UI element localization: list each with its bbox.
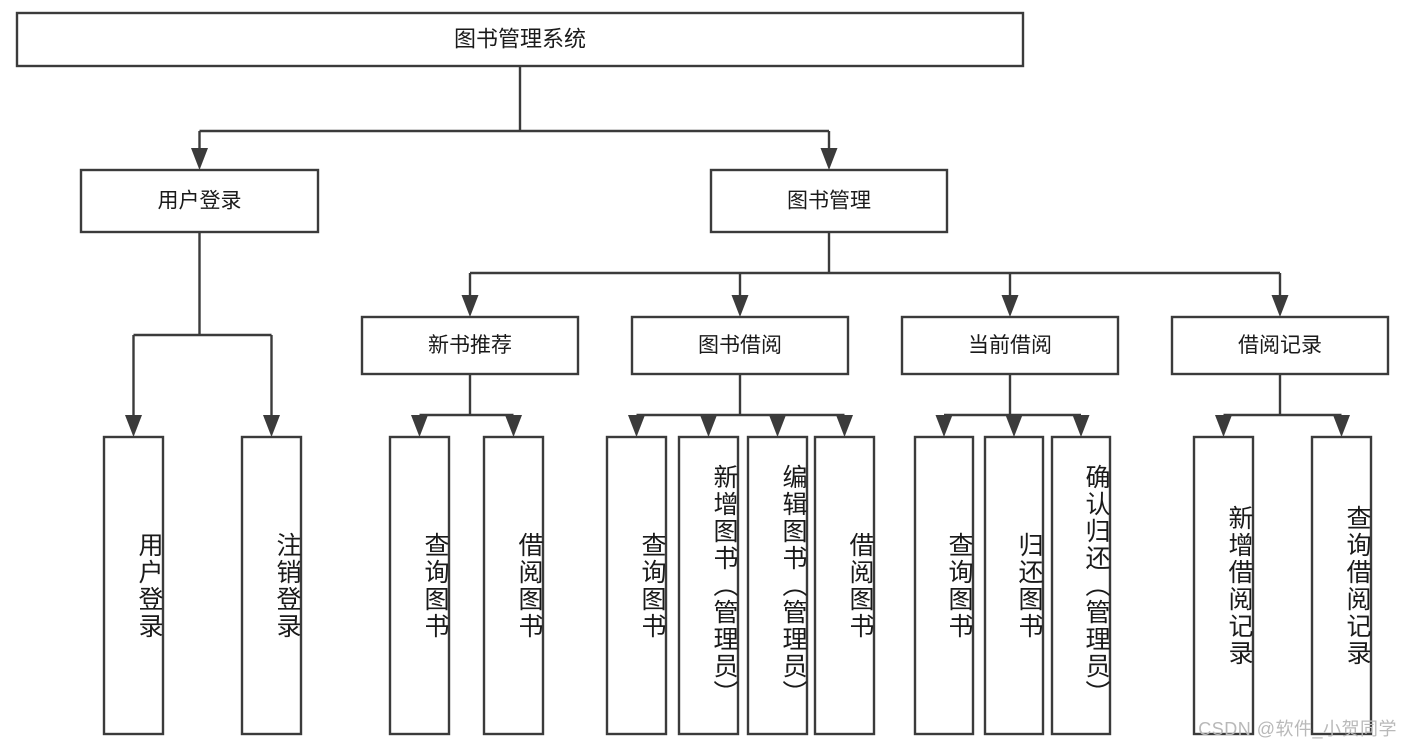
node-leaf-leaf-return-book[interactable] xyxy=(983,435,1045,736)
arrow-head-icon xyxy=(628,415,645,437)
arrow-head-icon xyxy=(263,415,280,437)
node-level3-book-borrow-label: 图书借阅 xyxy=(698,334,782,357)
node-level3-new-book-rec-rect xyxy=(360,315,580,376)
node-leaf-leaf-add-record-rect xyxy=(1192,435,1255,736)
node-level2-user-login-label: 用户登录 xyxy=(158,190,242,213)
node-level3-current-borrow-label: 当前借阅 xyxy=(968,334,1052,357)
node-level3-borrow-record[interactable]: 借阅记录 xyxy=(1170,315,1390,376)
node-leaf-leaf-add-book-rect xyxy=(677,435,740,736)
arrow-head-icon xyxy=(505,415,522,437)
node-leaf-leaf-borrow-book-rec[interactable] xyxy=(482,435,545,736)
node-level3-new-book-rec[interactable]: 新书推荐 xyxy=(360,315,580,376)
node-root-label: 图书管理系统 xyxy=(454,26,586,51)
arrow-head-icon xyxy=(125,415,142,437)
node-leaf-leaf-user-login[interactable] xyxy=(102,435,165,736)
arrow-head-icon xyxy=(1001,295,1019,317)
node-leaf-leaf-borrow-book-rect xyxy=(813,435,876,736)
arrow-head-icon xyxy=(700,415,717,437)
node-leaf-leaf-query-book-cur[interactable] xyxy=(913,435,975,736)
node-leaf-leaf-logout-rect xyxy=(240,435,303,736)
arrow-head-icon xyxy=(769,415,786,437)
node-level2-book-manage[interactable]: 图书管理 xyxy=(709,168,949,234)
node-leaf-leaf-add-record[interactable] xyxy=(1192,435,1255,736)
node-leaf-leaf-query-book-rec[interactable] xyxy=(388,435,451,736)
node-leaf-leaf-query-book-cur-rect xyxy=(913,435,975,736)
node-leaf-leaf-borrow-book[interactable] xyxy=(813,435,876,736)
node-leaf-leaf-edit-book-rect xyxy=(746,435,809,736)
arrow-head-icon xyxy=(1072,415,1090,437)
node-leaf-leaf-confirm-return[interactable] xyxy=(1050,435,1112,736)
arrow-head-icon xyxy=(1005,415,1023,437)
node-leaf-leaf-logout[interactable] xyxy=(240,435,303,736)
node-leaf-leaf-edit-book[interactable] xyxy=(746,435,809,736)
arrow-head-icon xyxy=(1271,295,1289,317)
node-root[interactable]: 图书管理系统 xyxy=(15,11,1025,68)
node-leaf-leaf-user-login-rect xyxy=(102,435,165,736)
node-level3-new-book-rec-label: 新书推荐 xyxy=(428,334,512,357)
node-root-rect xyxy=(15,11,1025,68)
node-leaf-leaf-add-book[interactable] xyxy=(677,435,740,736)
node-level3-borrow-record-rect xyxy=(1170,315,1390,376)
node-level2-user-login-rect xyxy=(79,168,320,234)
node-level2-book-manage-rect xyxy=(709,168,949,234)
node-level2-user-login[interactable]: 用户登录 xyxy=(79,168,320,234)
node-leaf-leaf-query-record[interactable] xyxy=(1310,435,1373,736)
watermark-text: CSDN @软件_小贺同学 xyxy=(1198,719,1397,739)
node-leaf-leaf-query-book-borrow[interactable] xyxy=(605,435,668,736)
node-level2-book-manage-label: 图书管理 xyxy=(787,190,871,213)
arrow-head-icon xyxy=(731,295,749,317)
arrow-head-icon xyxy=(461,295,479,317)
node-leaf-leaf-query-record-rect xyxy=(1310,435,1373,736)
arrow-head-icon xyxy=(411,415,428,437)
arrow-head-icon xyxy=(836,415,853,437)
node-level3-current-borrow[interactable]: 当前借阅 xyxy=(900,315,1120,376)
arrow-head-icon xyxy=(1333,415,1350,437)
node-leaf-leaf-query-book-rec-rect xyxy=(388,435,451,736)
node-leaf-leaf-borrow-book-rec-rect xyxy=(482,435,545,736)
arrow-head-icon xyxy=(935,415,953,437)
node-level3-book-borrow-rect xyxy=(630,315,850,376)
node-level3-book-borrow[interactable]: 图书借阅 xyxy=(630,315,850,376)
arrow-head-icon xyxy=(820,148,838,170)
node-leaf-leaf-query-book-borrow-rect xyxy=(605,435,668,736)
node-leaf-leaf-confirm-return-rect xyxy=(1050,435,1112,736)
arrow-head-icon xyxy=(191,148,208,170)
arrow-head-icon xyxy=(1215,415,1232,437)
node-level3-borrow-record-label: 借阅记录 xyxy=(1238,334,1322,357)
node-leaf-leaf-return-book-rect xyxy=(983,435,1045,736)
node-level3-current-borrow-rect xyxy=(900,315,1120,376)
